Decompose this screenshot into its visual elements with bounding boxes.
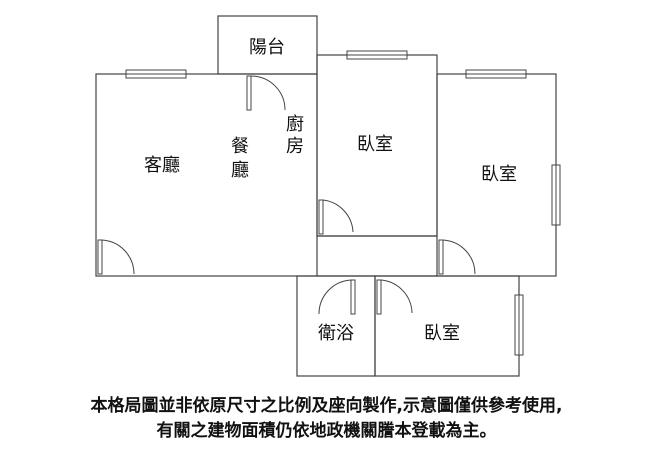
living-dining-outline [95, 73, 318, 277]
label-bedroom-a: 臥室 [357, 134, 393, 155]
disclaimer-line-2: 有關之建物面積仍依地政機關謄本登載為主。 [156, 421, 497, 441]
door-balcony [246, 75, 286, 111]
window-bedroom-b-side [551, 164, 561, 226]
label-bedroom-c: 臥室 [424, 323, 460, 344]
label-kitchen-1: 廚 [286, 113, 304, 135]
label-bedroom-b: 臥室 [481, 164, 517, 185]
door-bedroom-c [376, 279, 413, 315]
windows [125, 50, 561, 356]
window-bedroom-c-side [514, 294, 524, 356]
window-bedroom-a [346, 50, 408, 60]
walls [95, 15, 557, 377]
floor-plan: 陽台 廚 房 餐 廳 客廳 臥室 臥室 衛浴 臥室 [95, 15, 561, 377]
door-bedroom-b [438, 239, 476, 275]
label-bathroom: 衛浴 [318, 323, 354, 344]
label-dining-2: 廳 [231, 160, 249, 181]
room-labels: 陽台 廚 房 餐 廳 客廳 臥室 臥室 衛浴 臥室 [144, 37, 517, 344]
label-kitchen-2: 房 [286, 136, 304, 157]
door-bathroom [318, 279, 356, 315]
label-balcony: 陽台 [249, 37, 285, 58]
window-living [125, 69, 187, 79]
label-living: 客廳 [144, 155, 180, 176]
window-bedroom-b-top [465, 69, 527, 79]
doors [97, 75, 476, 315]
label-dining-1: 餐 [231, 136, 249, 157]
disclaimer-line-1: 本格局圖並非依原尺寸之比例及座向製作,示意圖僅供參考使用, [90, 396, 563, 416]
door-entrance [97, 239, 135, 275]
door-bedroom-a [318, 199, 354, 235]
